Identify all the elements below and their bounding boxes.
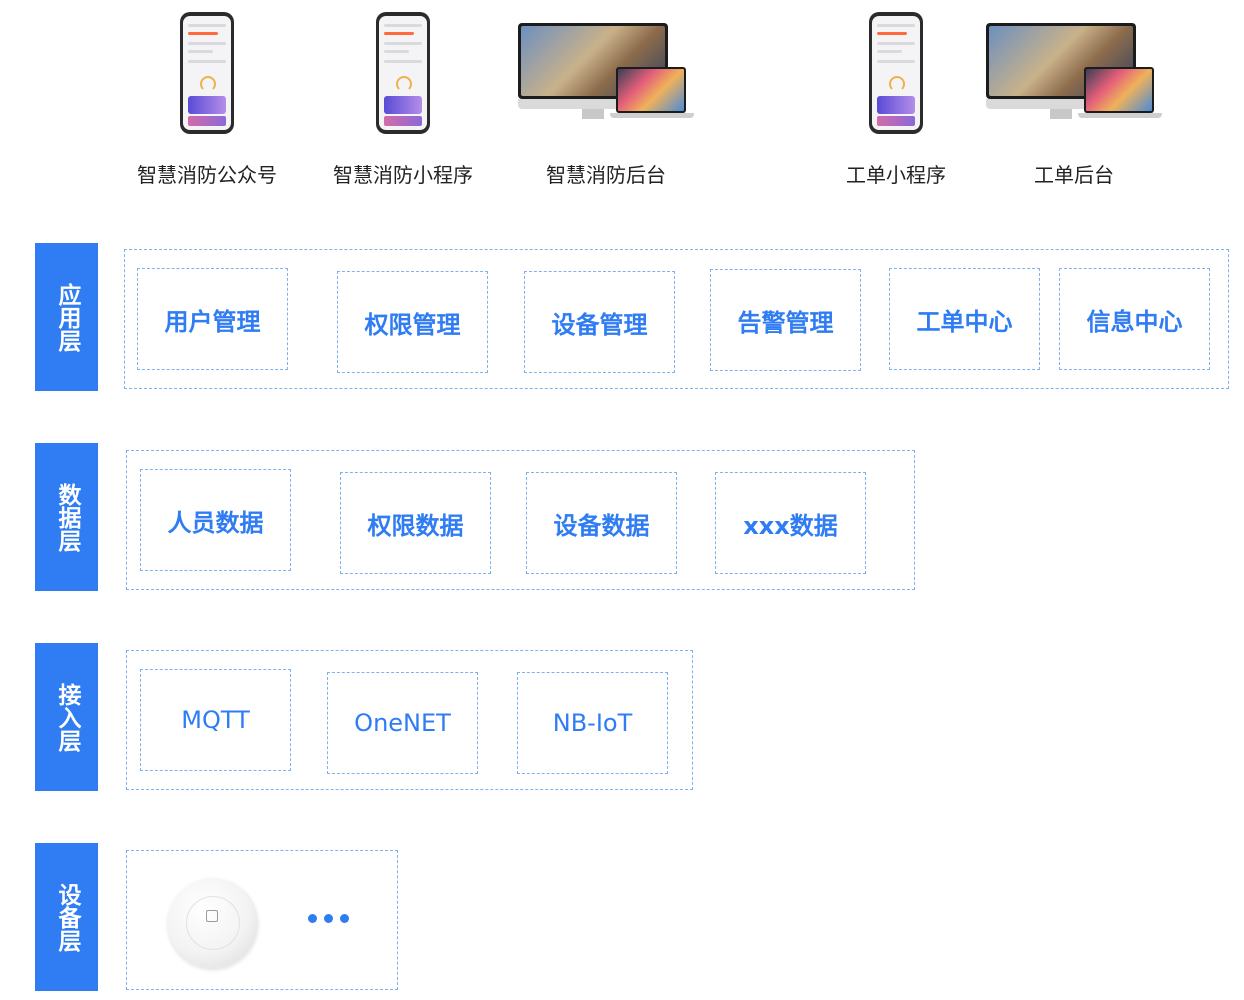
client-fire-mini-program: 智慧消防小程序 — [333, 10, 473, 188]
layer-label-text: 接入层 — [54, 682, 80, 752]
client-workorder-backend: 工单后台 — [986, 10, 1162, 188]
app-module-box: 工单中心 — [889, 268, 1040, 370]
phone-icon — [376, 10, 430, 135]
desktop-laptop-icon — [986, 10, 1162, 135]
client-wechat-official-account: 智慧消防公众号 — [137, 10, 277, 188]
client-name: 工单小程序 — [846, 163, 946, 187]
app-module-box: 信息中心 — [1059, 268, 1210, 370]
layer-label-device: 设备层 — [35, 843, 98, 991]
data-module-box: 设备数据 — [526, 472, 677, 574]
app-module-box: 用户管理 — [137, 268, 288, 370]
client-name: 工单后台 — [1034, 163, 1114, 187]
layer-label-text: 应用层 — [54, 282, 80, 352]
client-name: 智慧消防小程序 — [333, 163, 473, 187]
desktop-laptop-icon — [518, 10, 694, 135]
client-workorder-mini-program: 工单小程序 — [846, 10, 946, 188]
data-module-box: 人员数据 — [140, 469, 291, 571]
data-module-box: xxx数据 — [715, 472, 866, 574]
layer-label-text: 设备层 — [54, 882, 80, 952]
client-name: 智慧消防后台 — [546, 163, 666, 187]
access-layer-group — [126, 650, 693, 790]
layer-label-text: 数据层 — [54, 482, 80, 552]
smoke-detector-image — [168, 878, 258, 968]
ellipsis-icon — [308, 914, 349, 923]
data-module-box: 权限数据 — [340, 472, 491, 574]
data-layer-group — [126, 450, 915, 590]
app-module-box: 告警管理 — [710, 269, 861, 371]
layer-label-application: 应用层 — [35, 243, 98, 391]
device-layer-group — [126, 850, 398, 990]
protocol-box: MQTT — [140, 669, 291, 771]
client-fire-admin-backend: 智慧消防后台 — [518, 10, 694, 188]
layer-label-access: 接入层 — [35, 643, 98, 791]
phone-icon — [180, 10, 234, 135]
app-module-box: 设备管理 — [524, 271, 675, 373]
protocol-box: NB-IoT — [517, 672, 668, 774]
client-name: 智慧消防公众号 — [137, 163, 277, 187]
app-module-box: 权限管理 — [337, 271, 488, 373]
protocol-box: OneNET — [327, 672, 478, 774]
layer-label-data: 数据层 — [35, 443, 98, 591]
application-layer-group — [124, 249, 1229, 389]
phone-icon — [869, 10, 923, 135]
